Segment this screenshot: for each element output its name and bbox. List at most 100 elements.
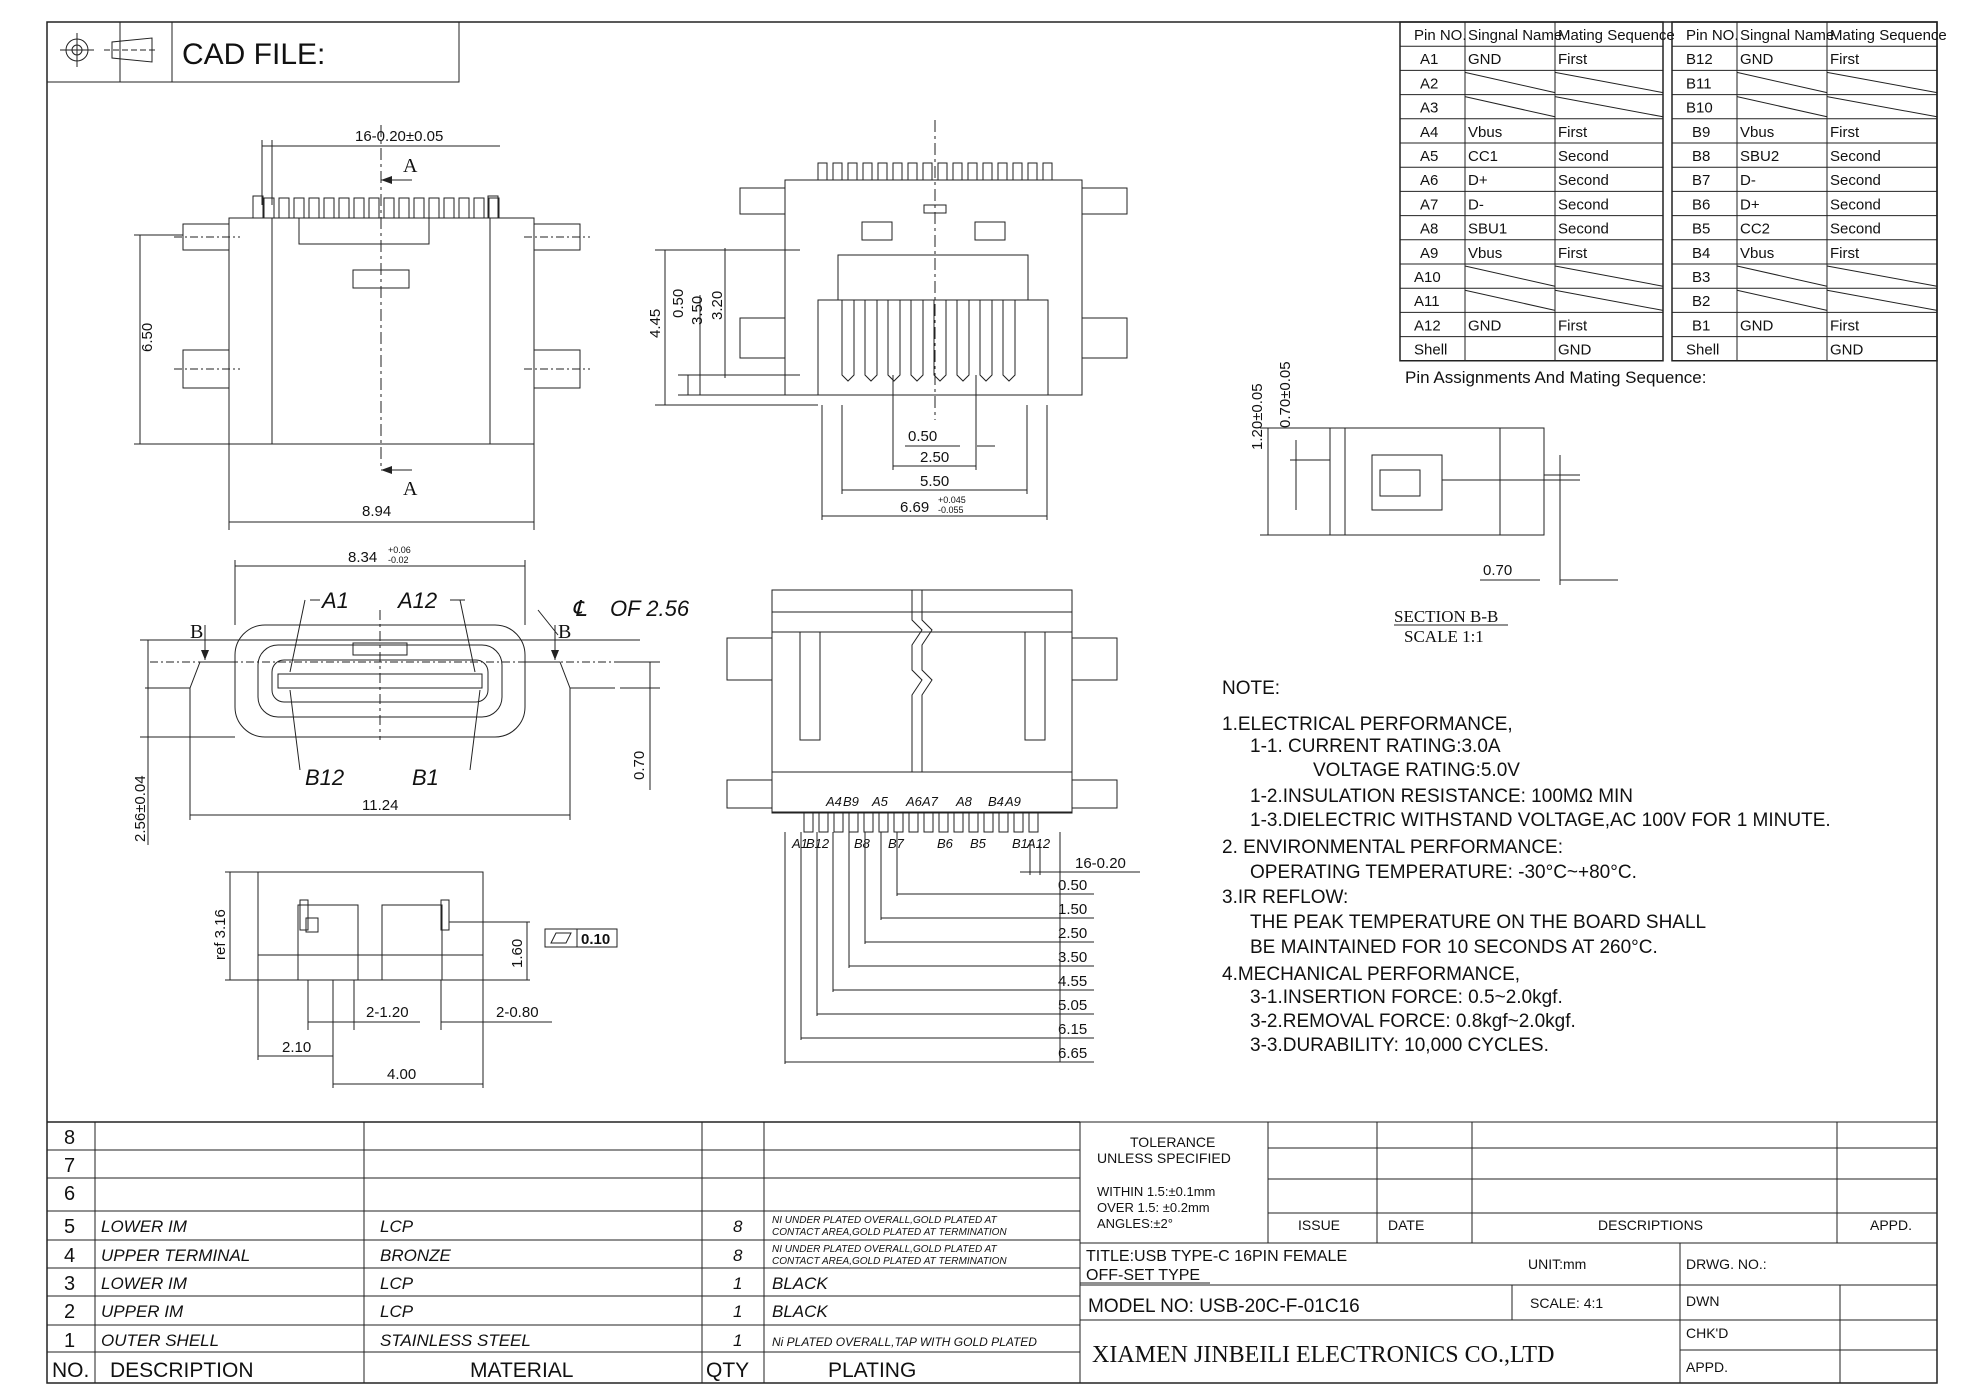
drawing-title-2: OFF-SET TYPE <box>1086 1267 1200 1284</box>
dim-top-height: 6.50 <box>139 323 156 352</box>
title-block: TOLERANCE UNLESS SPECIFIED WITHIN 1.5:±0… <box>1080 1122 1937 1383</box>
bottom-dim: 6.15 <box>1058 1021 1087 1038</box>
tol-within: WITHIN 1.5:±0.1mm <box>1097 1184 1215 1199</box>
bom-material: STAINLESS STEEL <box>380 1331 531 1350</box>
note-line: 1-2.INSULATION RESISTANCE: 100MΩ MIN <box>1250 786 1633 807</box>
bom-row-number: 6 <box>64 1183 75 1205</box>
pin-table-caption: Pin Assignments And Mating Sequence: <box>1405 368 1706 387</box>
dim-front-050-h: 0.50 <box>908 428 937 445</box>
bottom-pin-label-top: A4 <box>825 794 842 809</box>
pin-table-cell: GND <box>1468 51 1502 68</box>
dim-side-2-080: 2-0.80 <box>496 1004 539 1021</box>
dim-front-669-tol-minus: -0.055 <box>938 505 964 515</box>
pin-table-cell: First <box>1830 317 1860 334</box>
section-bb-view: 1.20±0.05 0.70±0.05 0.70 SECTION B-B SCA… <box>1249 361 1618 646</box>
note-line: BE MAINTAINED FOR 10 SECONDS AT 260°C. <box>1250 937 1658 958</box>
dim-side-2-120: 2-1.20 <box>366 1004 409 1021</box>
dim-mating-070: 0.70 <box>631 751 648 780</box>
section-bb-title: SECTION B-B <box>1394 607 1498 626</box>
pin-table-cell: A7 <box>1420 196 1438 213</box>
bom-qty: 8 <box>733 1246 743 1265</box>
dim-front-250: 2.50 <box>920 449 949 466</box>
bom-qty: 1 <box>733 1302 742 1321</box>
pin-table-cell: B8 <box>1692 148 1710 165</box>
centerline-label: OF 2.56 <box>610 596 690 621</box>
bom-desc: OUTER SHELL <box>101 1331 219 1350</box>
dim-top-pitch: 16-0.20±0.05 <box>355 128 443 145</box>
bom-material: LCP <box>380 1274 414 1293</box>
drawing-title-1: TITLE:USB TYPE-C 16PIN FEMALE <box>1086 1248 1347 1265</box>
pin-table-cell: D+ <box>1468 172 1488 189</box>
pin-table-cell: B6 <box>1692 196 1710 213</box>
bottom-pin-label-top: A5 <box>871 794 889 809</box>
note-line: VOLTAGE RATING:5.0V <box>1313 760 1520 781</box>
front-view: 4.45 0.50 3.50 3.20 6.69 +0.045 -0.055 5… <box>647 120 1127 520</box>
pin-table-cell: A6 <box>1420 172 1438 189</box>
dim-side-210: 2.10 <box>282 1039 311 1056</box>
bom-row-number: 2 <box>64 1301 75 1323</box>
note-line: THE PEAK TEMPERATURE ON THE BOARD SHALL <box>1250 912 1706 933</box>
pin-label-a12: A12 <box>396 588 437 613</box>
pin-table-cell: A4 <box>1420 124 1438 141</box>
descriptions-header: DESCRIPTIONS <box>1598 1217 1703 1233</box>
notes-title: NOTE: <box>1222 678 1280 699</box>
pin-table-cell: CC2 <box>1740 221 1770 238</box>
pin-table-cell: First <box>1558 317 1588 334</box>
appd-header: APPD. <box>1870 1217 1912 1233</box>
pin-table-cell: Vbus <box>1740 124 1774 141</box>
header-box: CAD FILE: <box>47 22 459 82</box>
pin-table-cell: GND <box>1740 317 1774 334</box>
pin-table-cell: D- <box>1468 196 1484 213</box>
bottom-pin-label-bottom: B8 <box>854 836 871 851</box>
pin-table-cell: B4 <box>1692 245 1710 262</box>
pin-table-header: Mating Sequence <box>1558 27 1675 44</box>
pin-table-cell: GND <box>1830 342 1864 359</box>
issue-header: ISSUE <box>1298 1217 1340 1233</box>
date-header: DATE <box>1388 1217 1424 1233</box>
section-a-mark-top: A <box>403 155 418 177</box>
drwg-no-label: DRWG. NO.: <box>1686 1256 1767 1272</box>
bom-header-plating: PLATING <box>828 1359 916 1382</box>
bottom-pin-label-top: B4 <box>988 794 1004 809</box>
section-b-mark-left: B <box>190 621 203 643</box>
dim-mating-834-tol-plus: +0.06 <box>388 545 411 555</box>
bom-plating: CONTACT AREA,GOLD PLATED AT TERMINATION <box>772 1227 1007 1238</box>
dim-mating-1124: 11.24 <box>362 797 398 814</box>
bottom-pin-label-top: A8 <box>955 794 973 809</box>
note-line: 3-2.REMOVAL FORCE: 0.8kgf~2.0kgf. <box>1250 1011 1576 1032</box>
projection-symbol-icon <box>60 33 158 67</box>
note-line: 3.IR REFLOW: <box>1222 887 1348 908</box>
note-line: 1-1. CURRENT RATING:3.0A <box>1250 736 1501 757</box>
pin-table-cell: A5 <box>1420 148 1438 165</box>
bom-row-number: 1 <box>64 1330 75 1352</box>
pin-table-cell: Shell <box>1414 342 1447 359</box>
pin-table-cell: B11 <box>1686 75 1712 92</box>
pin-table-cell: A11 <box>1414 293 1440 310</box>
bottom-dim: 5.05 <box>1058 997 1087 1014</box>
pin-table-cell: A9 <box>1420 245 1438 262</box>
dim-mating-834: 8.34 <box>348 549 377 566</box>
bom-plating: NI UNDER PLATED OVERALL,GOLD PLATED AT <box>772 1215 998 1226</box>
bom-plating: NI UNDER PLATED OVERALL,GOLD PLATED AT <box>772 1244 998 1255</box>
pin-table-cell: Second <box>1558 172 1609 189</box>
side-view: ref 3.16 1.60 0.10 2-1.20 2-0.80 2.10 4.… <box>212 872 617 1088</box>
pin-table-cell: CC1 <box>1468 148 1498 165</box>
bottom-dim: 1.50 <box>1058 901 1087 918</box>
note-line: 2. ENVIRONMENTAL PERFORMANCE: <box>1222 837 1563 858</box>
pin-table-cell: First <box>1830 245 1860 262</box>
pin-table-cell: D- <box>1740 172 1756 189</box>
pin-label-a1: A1 <box>320 588 349 613</box>
bom-material: BRONZE <box>380 1246 452 1265</box>
bom-qty: 1 <box>733 1274 742 1293</box>
tol-over: OVER 1.5: ±0.2mm <box>1097 1200 1210 1215</box>
note-line: 1.ELECTRICAL PERFORMANCE, <box>1222 714 1513 735</box>
dim-bb-120: 1.20±0.05 <box>1249 383 1266 450</box>
pin-table-cell: First <box>1558 124 1588 141</box>
bom-desc: LOWER IM <box>101 1217 188 1236</box>
bom-row-number: 7 <box>64 1155 75 1177</box>
bottom-dim: 2.50 <box>1058 925 1087 942</box>
pin-table-cell: B5 <box>1692 221 1710 238</box>
pin-table-cell: First <box>1558 51 1588 68</box>
pin-table-cell: SBU2 <box>1740 148 1779 165</box>
